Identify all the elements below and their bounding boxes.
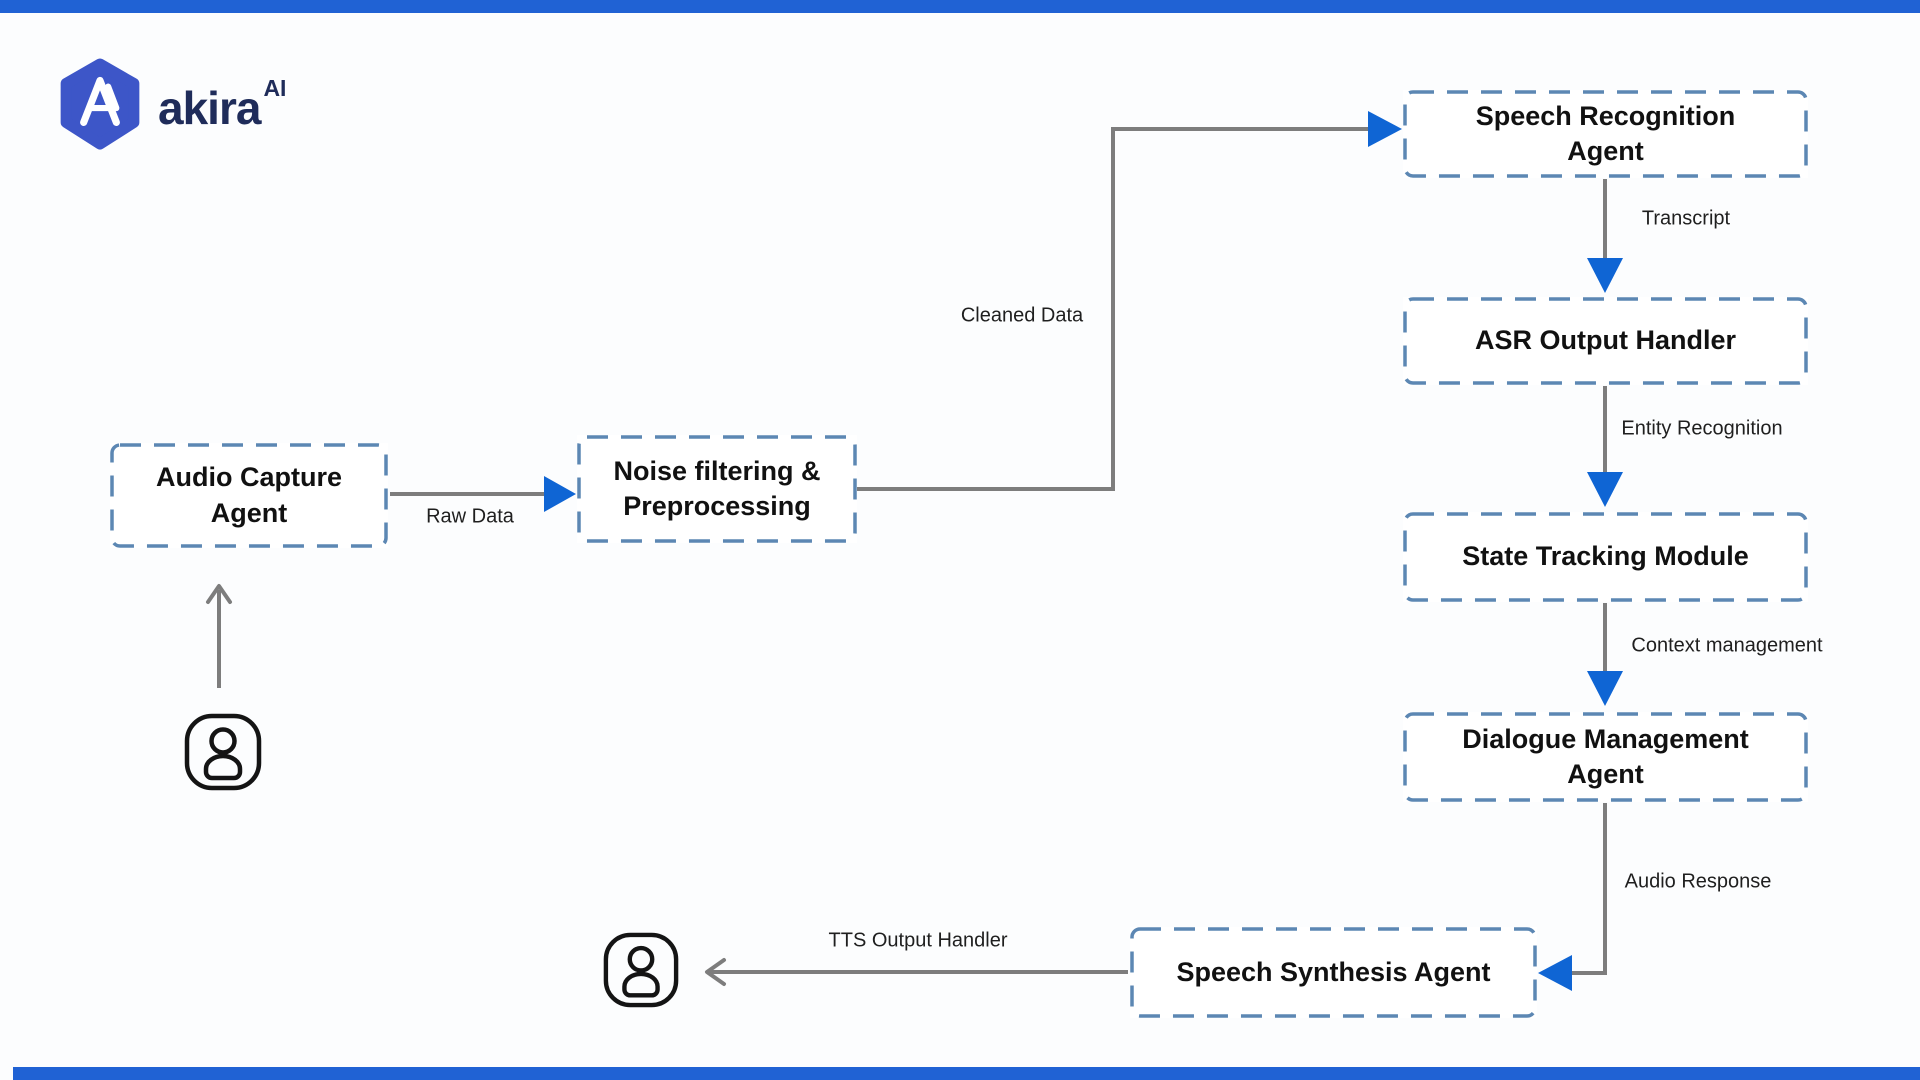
arrowhead-right-cleaned-data [1368, 111, 1402, 147]
edge-label-context-management: Context management [1631, 634, 1823, 657]
arrowhead-up-user-input [206, 584, 232, 604]
edge-label-audio-response: Audio Response [1624, 870, 1772, 893]
arrowhead-left-tts-output [705, 958, 726, 986]
node-dialogue-management-agent: Dialogue Management Agent [1403, 712, 1808, 802]
node-label: State Tracking Module [1462, 541, 1749, 572]
user-speaker-icon [183, 712, 263, 792]
edge-label-entity-recognition: Entity Recognition [1621, 417, 1783, 440]
node-label: ASR Output Handler [1475, 325, 1736, 356]
brand-name: akira [158, 82, 261, 134]
edge-cleaned-data-line [857, 127, 1368, 491]
akira-hexagon-icon [60, 58, 140, 150]
arrowhead-right-raw-data [544, 476, 576, 512]
brand-superscript: AI [263, 75, 287, 101]
edge-label-cleaned-data: Cleaned Data [960, 304, 1084, 327]
node-label: Noise filtering & Preprocessing [613, 455, 821, 521]
node-asr-output-handler: ASR Output Handler [1403, 297, 1808, 385]
node-label: Speech Synthesis Agent [1176, 956, 1491, 987]
node-speech-synthesis-agent: Speech Synthesis Agent [1130, 927, 1537, 1018]
node-speech-recognition-agent: Speech Recognition Agent [1403, 90, 1808, 178]
edge-label-raw-data: Raw Data [426, 505, 514, 528]
top-accent-bar [0, 0, 1920, 13]
edge-audio-response-line [1572, 803, 1607, 975]
node-audio-capture-agent: Audio Capture Agent [110, 443, 388, 548]
bottom-accent-bar [13, 1067, 1920, 1080]
node-state-tracking-module: State Tracking Module [1403, 512, 1808, 602]
arrowhead-down-transcript [1587, 258, 1623, 293]
node-label: Speech Recognition Agent [1475, 100, 1736, 166]
arrowhead-down-context-management [1587, 671, 1623, 706]
edge-label-transcript: Transcript [1641, 207, 1731, 230]
user-listener-icon [602, 930, 680, 1010]
node-label: Dialogue Management Agent [1462, 723, 1749, 789]
arrowhead-down-entity-recognition [1587, 472, 1623, 507]
node-label: Audio Capture Agent [156, 462, 342, 528]
node-noise-filtering-preprocessing: Noise filtering & Preprocessing [577, 435, 857, 543]
edge-label-tts-output-handler: TTS Output Handler [828, 929, 1008, 952]
arrowhead-left-audio-response [1538, 955, 1572, 991]
